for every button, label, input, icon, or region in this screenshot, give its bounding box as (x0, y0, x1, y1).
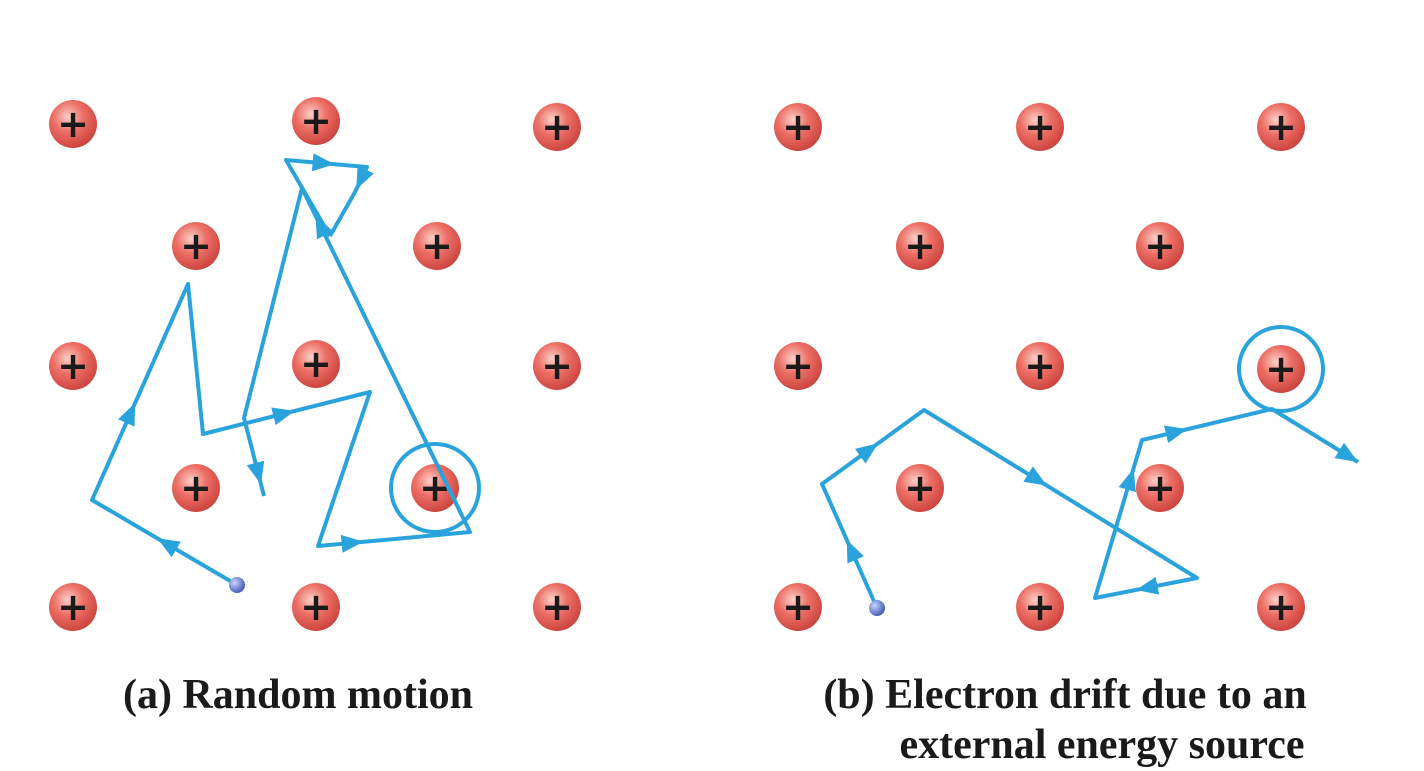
svg-text:+: + (300, 585, 332, 629)
arrowhead (118, 402, 136, 427)
arrowhead (271, 407, 295, 425)
arrowhead (846, 539, 864, 564)
arrowhead (157, 538, 181, 558)
positive-ion: + (1257, 583, 1305, 631)
svg-text:+: + (782, 585, 814, 629)
caption-a: (a) Random motion (123, 672, 473, 718)
positive-ion: + (1016, 103, 1064, 151)
caption-b-line2: external energy source (899, 722, 1304, 768)
arrowhead (1118, 468, 1136, 493)
arrowhead (246, 460, 265, 485)
svg-text:+: + (1024, 344, 1056, 388)
arrowhead (315, 215, 334, 240)
arrowhead (1164, 425, 1188, 444)
positive-ion: + (172, 222, 220, 270)
trajectory-line (284, 158, 369, 238)
svg-text:+: + (300, 99, 332, 143)
svg-text:+: + (541, 344, 573, 388)
arrowhead (311, 153, 335, 172)
positive-ion: + (774, 583, 822, 631)
positive-ion: + (292, 97, 340, 145)
svg-text:+: + (1265, 585, 1297, 629)
svg-text:+: + (541, 105, 573, 149)
positive-ion: + (1016, 342, 1064, 390)
svg-text:+: + (300, 342, 332, 386)
positive-ion: + (896, 222, 944, 270)
arrowhead (1334, 442, 1358, 462)
svg-text:+: + (1265, 105, 1297, 149)
svg-text:+: + (421, 224, 453, 268)
electron-b (869, 600, 885, 616)
positive-ion: + (1257, 345, 1305, 393)
svg-text:+: + (1024, 105, 1056, 149)
svg-text:+: + (1144, 466, 1176, 510)
positive-ion: + (533, 342, 581, 390)
positive-ion: + (292, 340, 340, 388)
positive-ion: + (1257, 103, 1305, 151)
svg-text:+: + (782, 105, 814, 149)
positive-ion: + (774, 103, 822, 151)
positive-ion: + (411, 464, 459, 512)
positive-ion: + (774, 342, 822, 390)
svg-text:+: + (57, 344, 89, 388)
collision-circle-b (1237, 325, 1325, 413)
electron-path-b (820, 407, 1360, 609)
trajectory-line (90, 186, 472, 587)
arrowhead (855, 443, 879, 464)
panel-a: + + + + + + + + + + + + + (a) Random motion (49, 97, 581, 718)
svg-text:+: + (904, 466, 936, 510)
collision-circle-a (389, 442, 481, 534)
positive-ion: + (533, 583, 581, 631)
positive-ion: + (49, 100, 97, 148)
arrowhead (356, 165, 374, 190)
arrowhead (1135, 576, 1160, 595)
svg-text:+: + (419, 466, 451, 510)
svg-text:+: + (1024, 585, 1056, 629)
positive-ion: + (533, 103, 581, 151)
positive-ion: + (1136, 222, 1184, 270)
caption-b: (b) Electron drift due to an (823, 672, 1306, 718)
positive-ion: + (896, 464, 944, 512)
svg-text:+: + (57, 102, 89, 146)
svg-text:+: + (180, 224, 212, 268)
arrowhead (1023, 466, 1047, 486)
svg-text:+: + (57, 585, 89, 629)
electron-path-a (90, 158, 472, 587)
positive-ion: + (1016, 583, 1064, 631)
direction-arrows-b (846, 425, 1358, 595)
positive-ion: + (292, 583, 340, 631)
positive-ion: + (413, 222, 461, 270)
svg-text:+: + (1265, 347, 1297, 391)
svg-text:+: + (541, 585, 573, 629)
svg-text:+: + (782, 344, 814, 388)
ion-lattice-b: + + + + + + + + + + + + + (774, 103, 1305, 631)
direction-arrows-a (118, 153, 374, 558)
positive-ion: + (49, 583, 97, 631)
arrowhead (340, 534, 364, 553)
panel-b: + + + + + + + + + + + + + (b) Electron drift due to … (774, 103, 1360, 768)
svg-text:+: + (1144, 224, 1176, 268)
positive-ion: + (1136, 464, 1184, 512)
trajectory-line (820, 407, 1360, 609)
svg-text:+: + (904, 224, 936, 268)
svg-text:+: + (180, 466, 212, 510)
positive-ion: + (172, 464, 220, 512)
ion-lattice-a: + + + + + + + + + + + + + (49, 97, 581, 631)
positive-ion: + (49, 342, 97, 390)
electron-a (229, 577, 245, 593)
